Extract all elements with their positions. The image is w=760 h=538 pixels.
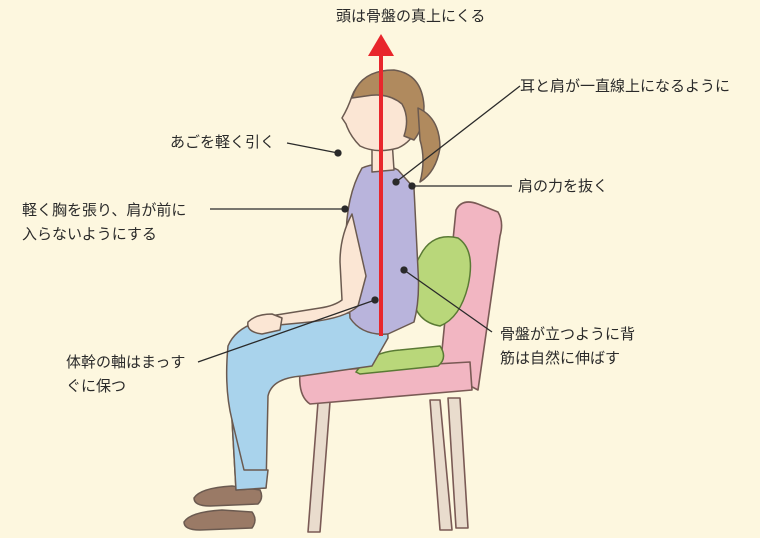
label-ear-shoulder-aligned: 耳と肩が一直線上になるように bbox=[520, 74, 730, 98]
chair-rear-leg bbox=[448, 398, 468, 528]
hand bbox=[248, 314, 282, 334]
label-chin: あごを軽く引く bbox=[170, 130, 275, 154]
label-trunk-axis: 体幹の軸はまっす ぐに保つ bbox=[66, 350, 185, 398]
shoe-front bbox=[184, 510, 255, 530]
label-pelvis-line1: 骨盤が立つように背 bbox=[500, 322, 635, 346]
label-pelvis-upright: 骨盤が立つように背 筋は自然に伸ばす bbox=[500, 322, 635, 370]
leader-line-chin bbox=[287, 143, 338, 153]
label-head-over-pelvis-text: 頭は骨盤の真上にくる bbox=[336, 4, 485, 28]
label-ear-shoulder-aligned-text: 耳と肩が一直線上になるように bbox=[520, 74, 730, 98]
leader-dot-shoulder bbox=[409, 183, 415, 189]
label-trunk-line1: 体幹の軸はまっす bbox=[66, 350, 185, 374]
axis-arrowhead bbox=[368, 34, 394, 56]
arm bbox=[268, 214, 366, 326]
leader-dot-pelvis bbox=[401, 267, 407, 273]
label-shoulder-relax: 肩の力を抜く bbox=[518, 174, 608, 198]
leader-dot-ear bbox=[393, 179, 399, 185]
leader-dot-chest bbox=[342, 206, 348, 212]
leader-dot-chin bbox=[335, 150, 341, 156]
chair-front-leg bbox=[308, 402, 330, 532]
label-chin-text: あごを軽く引く bbox=[170, 130, 275, 154]
ponytail bbox=[418, 108, 440, 182]
label-chest: 軽く胸を張り、肩が前に 入らないようにする bbox=[22, 198, 186, 246]
label-pelvis-line2: 筋は自然に伸ばす bbox=[500, 346, 635, 370]
label-head-over-pelvis: 頭は骨盤の真上にくる bbox=[336, 4, 485, 28]
label-chest-line2: 入らないようにする bbox=[22, 222, 186, 246]
leader-dot-trunk bbox=[372, 297, 378, 303]
label-chest-line1: 軽く胸を張り、肩が前に bbox=[22, 198, 186, 222]
label-shoulder-relax-text: 肩の力を抜く bbox=[518, 174, 608, 198]
label-trunk-line2: ぐに保つ bbox=[66, 374, 185, 398]
